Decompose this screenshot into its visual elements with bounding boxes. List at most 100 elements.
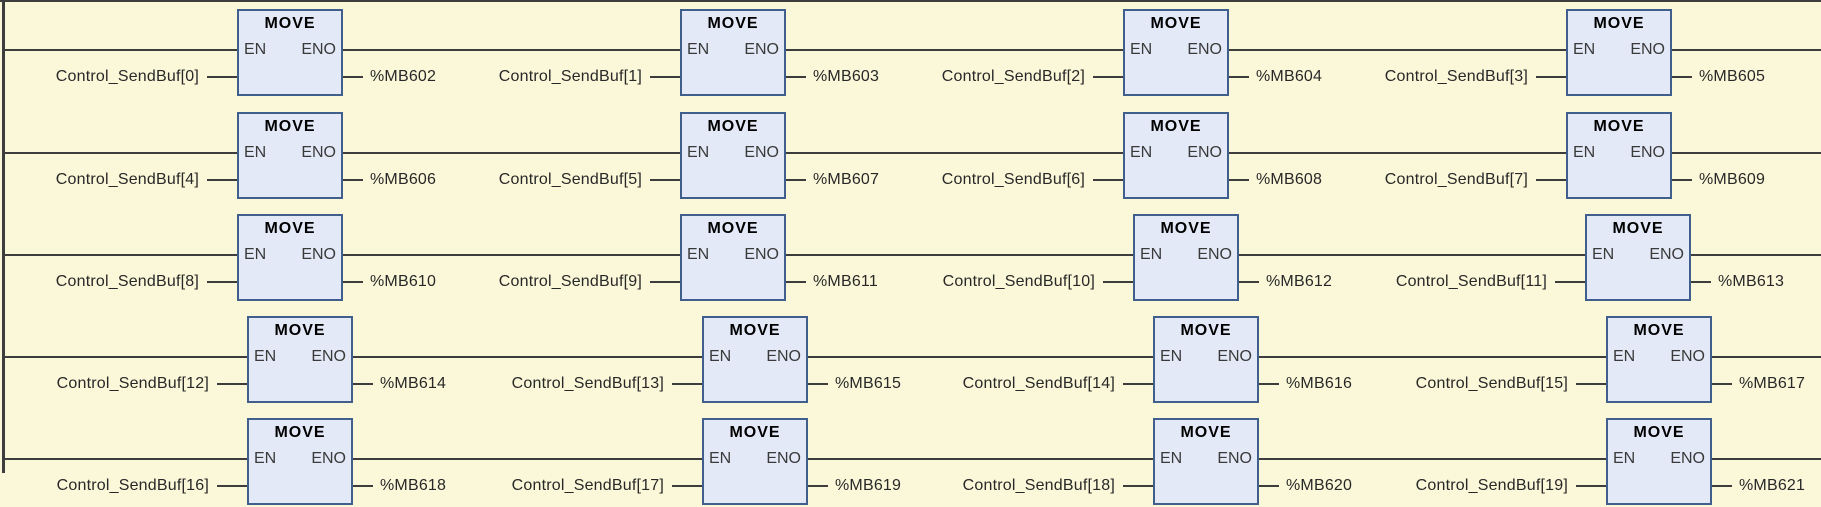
output-operand[interactable]: %MB607 xyxy=(813,171,880,188)
input-operand[interactable]: Control_SendBuf[0] xyxy=(55,68,199,85)
input-operand[interactable]: Control_SendBuf[17] xyxy=(511,477,664,494)
input-operand[interactable]: Control_SendBuf[9] xyxy=(498,273,642,290)
output-operand[interactable]: %MB611 xyxy=(813,273,878,290)
input-operand[interactable]: Control_SendBuf[14] xyxy=(962,375,1115,392)
output-operand[interactable]: %MB615 xyxy=(835,375,902,392)
output-operand[interactable]: %MB613 xyxy=(1718,273,1785,290)
output-wire xyxy=(343,76,363,78)
input-operand[interactable]: Control_SendBuf[10] xyxy=(942,273,1095,290)
input-operand[interactable]: Control_SendBuf[4] xyxy=(55,171,199,188)
input-wire xyxy=(1103,281,1133,283)
block-title: MOVE xyxy=(1150,118,1202,135)
move-block[interactable]: MOVE EN ENO xyxy=(1566,112,1672,199)
move-block[interactable]: MOVE EN ENO xyxy=(702,316,808,403)
move-block[interactable]: MOVE EN ENO xyxy=(1566,9,1672,96)
block-title: MOVE xyxy=(274,424,326,441)
output-operand[interactable]: %MB617 xyxy=(1739,375,1806,392)
block-title: MOVE xyxy=(274,322,326,339)
en-pin-label: EN xyxy=(1613,348,1636,365)
output-wire xyxy=(1239,281,1259,283)
eno-pin-label: ENO xyxy=(1217,348,1252,365)
move-block[interactable]: MOVE EN ENO xyxy=(1123,9,1229,96)
move-block[interactable]: MOVE EN ENO xyxy=(1123,112,1229,199)
en-pin-label: EN xyxy=(1592,246,1615,263)
move-block[interactable]: MOVE EN ENO xyxy=(1606,316,1712,403)
input-wire xyxy=(1536,76,1566,78)
input-operand[interactable]: Control_SendBuf[19] xyxy=(1415,477,1568,494)
input-operand[interactable]: Control_SendBuf[18] xyxy=(962,477,1115,494)
input-operand[interactable]: Control_SendBuf[11] xyxy=(1395,273,1547,290)
eno-pin-label: ENO xyxy=(1649,246,1684,263)
output-wire xyxy=(808,485,828,487)
input-operand[interactable]: Control_SendBuf[13] xyxy=(511,375,664,392)
move-block[interactable]: MOVE EN ENO xyxy=(702,418,808,505)
move-block[interactable]: MOVE EN ENO xyxy=(1606,418,1712,505)
input-operand[interactable]: Control_SendBuf[5] xyxy=(498,171,642,188)
input-wire xyxy=(207,281,237,283)
move-block[interactable]: MOVE EN ENO xyxy=(1153,316,1259,403)
input-operand[interactable]: Control_SendBuf[8] xyxy=(55,273,199,290)
output-wire xyxy=(353,383,373,385)
move-block[interactable]: MOVE EN ENO xyxy=(237,9,343,96)
output-wire xyxy=(808,383,828,385)
move-block[interactable]: MOVE EN ENO xyxy=(1153,418,1259,505)
move-block[interactable]: MOVE EN ENO xyxy=(680,112,786,199)
block-title: MOVE xyxy=(1633,424,1685,441)
move-block[interactable]: MOVE EN ENO xyxy=(680,9,786,96)
eno-pin-label: ENO xyxy=(1670,450,1705,467)
output-operand[interactable]: %MB605 xyxy=(1699,68,1766,85)
en-pin-label: EN xyxy=(244,144,267,161)
input-wire xyxy=(207,179,237,181)
move-block[interactable]: MOVE EN ENO xyxy=(680,214,786,301)
input-operand[interactable]: Control_SendBuf[16] xyxy=(56,477,209,494)
eno-pin-label: ENO xyxy=(301,41,336,58)
output-operand[interactable]: %MB621 xyxy=(1739,477,1806,494)
output-operand[interactable]: %MB609 xyxy=(1699,171,1766,188)
input-operand[interactable]: Control_SendBuf[7] xyxy=(1384,171,1528,188)
en-pin-label: EN xyxy=(254,348,277,365)
block-title: MOVE xyxy=(707,118,759,135)
eno-pin-label: ENO xyxy=(1630,144,1665,161)
output-operand[interactable]: %MB604 xyxy=(1256,68,1323,85)
rung-3: Control_SendBuf[8] MOVE EN ENO %MB610 Co… xyxy=(0,214,1821,316)
output-operand[interactable]: %MB608 xyxy=(1256,171,1323,188)
move-block[interactable]: MOVE EN ENO xyxy=(1133,214,1239,301)
input-wire xyxy=(650,179,680,181)
output-operand[interactable]: %MB614 xyxy=(380,375,447,392)
input-wire xyxy=(650,281,680,283)
input-wire xyxy=(1536,179,1566,181)
move-block[interactable]: MOVE EN ENO xyxy=(237,112,343,199)
input-operand[interactable]: Control_SendBuf[6] xyxy=(941,171,1085,188)
rung-2: Control_SendBuf[4] MOVE EN ENO %MB606 Co… xyxy=(0,112,1821,214)
output-operand[interactable]: %MB616 xyxy=(1286,375,1353,392)
en-pin-label: EN xyxy=(244,41,267,58)
output-wire xyxy=(1259,383,1279,385)
input-wire xyxy=(207,76,237,78)
input-wire xyxy=(672,383,702,385)
move-block[interactable]: MOVE EN ENO xyxy=(1585,214,1691,301)
input-operand[interactable]: Control_SendBuf[12] xyxy=(56,375,209,392)
eno-pin-label: ENO xyxy=(1187,41,1222,58)
output-operand[interactable]: %MB618 xyxy=(380,477,447,494)
input-operand[interactable]: Control_SendBuf[1] xyxy=(498,68,642,85)
input-wire xyxy=(650,76,680,78)
input-operand[interactable]: Control_SendBuf[2] xyxy=(941,68,1085,85)
output-operand[interactable]: %MB603 xyxy=(813,68,880,85)
input-operand[interactable]: Control_SendBuf[15] xyxy=(1415,375,1568,392)
move-block[interactable]: MOVE EN ENO xyxy=(247,418,353,505)
output-operand[interactable]: %MB619 xyxy=(835,477,902,494)
block-title: MOVE xyxy=(1150,15,1202,32)
block-title: MOVE xyxy=(1612,220,1664,237)
input-operand[interactable]: Control_SendBuf[3] xyxy=(1384,68,1528,85)
output-operand[interactable]: %MB606 xyxy=(370,171,437,188)
output-operand[interactable]: %MB620 xyxy=(1286,477,1353,494)
eno-pin-label: ENO xyxy=(311,450,346,467)
move-block[interactable]: MOVE EN ENO xyxy=(237,214,343,301)
en-pin-label: EN xyxy=(1613,450,1636,467)
output-operand[interactable]: %MB602 xyxy=(370,68,437,85)
output-wire xyxy=(1672,76,1692,78)
output-operand[interactable]: %MB610 xyxy=(370,273,437,290)
output-operand[interactable]: %MB612 xyxy=(1266,273,1333,290)
en-pin-label: EN xyxy=(709,348,732,365)
move-block[interactable]: MOVE EN ENO xyxy=(247,316,353,403)
